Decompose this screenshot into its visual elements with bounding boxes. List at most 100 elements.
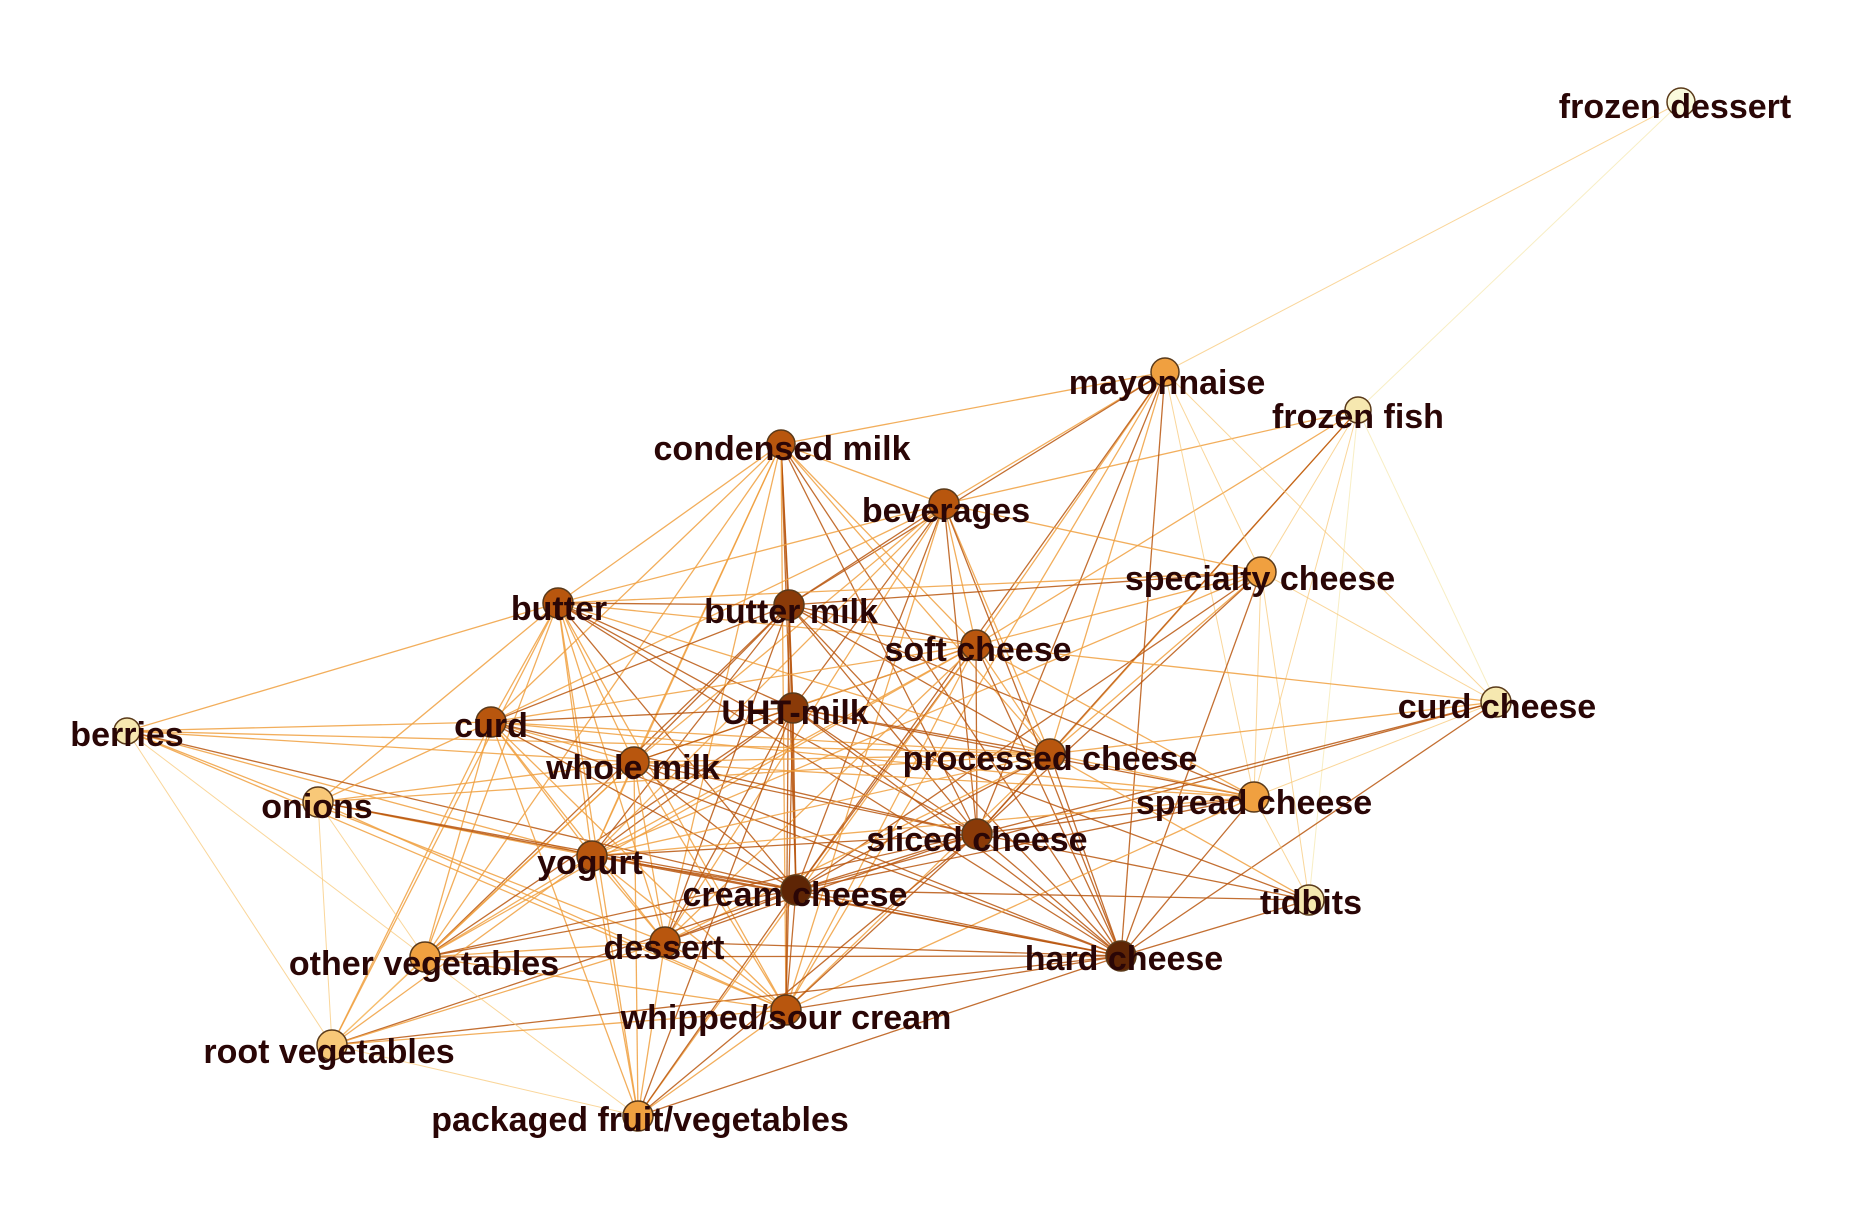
edge-soft-cheese-to-processed-cheese (975, 644, 1051, 755)
edge-yogurt-to-other-vegetables (424, 855, 593, 958)
edge-butter-to-processed-cheese (557, 602, 1051, 755)
edge-frozen-fish-to-frozen-dessert (1357, 101, 1682, 411)
edge-butter-milk-to-yogurt (591, 604, 790, 857)
node-label-soft-cheese: soft cheese (884, 631, 1071, 669)
edge-curd-cheese-to-hard-cheese (1120, 701, 1497, 957)
node-root-vegetables (316, 1029, 348, 1061)
edge-yogurt-to-dessert (591, 855, 666, 943)
edge-hard-cheese-to-other-vegetables (424, 955, 1122, 958)
edge-curd-cheese-to-cream-cheese (795, 701, 1497, 891)
node-yogurt (576, 840, 608, 872)
edge-mayonnaise-to-frozen-dessert (1164, 101, 1682, 373)
edge-whipped-sour-cream-to-root-vegetables (331, 1009, 787, 1046)
node-beverages (928, 488, 960, 520)
edge-butter-to-root-vegetables (331, 602, 559, 1046)
edge-tidbits-to-hard-cheese (1120, 899, 1310, 957)
edge-condensed-milk-to-processed-cheese (780, 443, 1051, 755)
edge-specialty-cheese-to-butter-milk (788, 571, 1262, 606)
edge-butter-to-curd (490, 602, 559, 723)
edge-beverages-to-cream-cheese (795, 503, 945, 891)
edge-specialty-cheese-to-butter (557, 571, 1262, 604)
edge-curd-cheese-to-spread-cheese (1253, 701, 1497, 798)
edge-mayonnaise-to-processed-cheese (1049, 371, 1166, 755)
node-label-hard-cheese: hard cheese (1025, 940, 1223, 978)
edge-mayonnaise-to-beverages (943, 371, 1166, 505)
edge-beverages-to-sliced-cheese (943, 503, 978, 835)
node-mayonnaise (1150, 357, 1180, 387)
node-label-dessert: dessert (604, 929, 725, 967)
edge-soft-cheese-to-curd (490, 644, 977, 723)
edge-spread-cheese-to-yogurt (591, 796, 1255, 857)
edge-specialty-cheese-to-curd-cheese (1260, 571, 1497, 703)
edge-whole-milk-to-sliced-cheese (633, 761, 978, 835)
edge-beverages-to-uht-milk (792, 503, 945, 709)
edge-butter-to-sliced-cheese (557, 602, 978, 835)
edge-butter-to-whole-milk (557, 602, 635, 763)
edge-uht-milk-to-cream-cheese (792, 707, 797, 891)
edge-condensed-milk-to-butter (557, 443, 782, 604)
node-berries (113, 717, 141, 745)
edge-beverages-to-frozen-fish (943, 409, 1359, 505)
edge-sliced-cheese-to-dessert (664, 833, 978, 943)
edge-sliced-cheese-to-tidbits (976, 833, 1310, 901)
edge-yogurt-to-packaged-fruit-vegetables (591, 855, 639, 1117)
edge-butter-to-yogurt (557, 602, 593, 857)
node-label-processed-cheese: processed cheese (903, 740, 1198, 778)
node-specialty-cheese (1245, 556, 1277, 588)
edge-whipped-sour-cream-to-packaged-fruit-vegetables (637, 1009, 787, 1117)
node-label-condensed-milk: condensed milk (654, 430, 911, 468)
edge-specialty-cheese-to-tidbits (1260, 571, 1310, 901)
edge-curd-to-root-vegetables (331, 721, 492, 1046)
node-whole-milk (618, 746, 650, 778)
edge-curd-to-whipped-sour-cream (490, 721, 787, 1011)
node-label-specialty-cheese: specialty cheese (1125, 560, 1395, 598)
node-spread-cheese (1238, 781, 1270, 813)
node-label-berries: berries (70, 716, 183, 754)
edge-other-vegetables-to-root-vegetables (331, 956, 426, 1046)
edge-curd-cheese-to-processed-cheese (1049, 701, 1497, 755)
edge-condensed-milk-to-beverages (780, 443, 945, 505)
node-label-spread-cheese: spread cheese (1136, 784, 1372, 822)
edge-berries-to-whole-milk (126, 730, 635, 763)
edge-specialty-cheese-to-sliced-cheese (976, 571, 1262, 835)
edge-soft-cheese-to-spread-cheese (975, 644, 1255, 798)
edge-cream-cheese-to-tidbits (795, 889, 1310, 901)
edge-berries-to-curd (126, 721, 492, 732)
edge-dessert-to-hard-cheese (664, 941, 1122, 957)
edge-curd-to-processed-cheese (490, 721, 1051, 755)
edge-beverages-to-soft-cheese (943, 503, 977, 646)
edge-curd-to-whole-milk (490, 721, 635, 763)
edge-curd-to-sliced-cheese (490, 721, 978, 835)
node-label-curd-cheese: curd cheese (1398, 688, 1596, 726)
edge-soft-cheese-to-curd-cheese (975, 644, 1497, 703)
node-butter-milk (773, 589, 805, 621)
edge-curd-to-hard-cheese (490, 721, 1122, 957)
node-label-uht-milk: UHT-milk (721, 694, 868, 732)
edge-sliced-cheese-to-whipped-sour-cream (785, 833, 978, 1011)
edge-berries-to-whipped-sour-cream (126, 730, 787, 1011)
edge-mayonnaise-to-spread-cheese (1164, 371, 1255, 798)
edge-uht-milk-to-hard-cheese (792, 707, 1122, 957)
edge-curd-to-onions (317, 721, 492, 803)
edge-mayonnaise-to-butter-milk (788, 371, 1166, 606)
edge-processed-cheese-to-dessert (664, 753, 1051, 943)
edge-dessert-to-root-vegetables (331, 941, 666, 1046)
edge-mayonnaise-to-curd-cheese (1164, 371, 1497, 703)
edge-onions-to-root-vegetables (317, 801, 333, 1046)
edge-uht-milk-to-spread-cheese (792, 707, 1255, 798)
node-onions (302, 786, 334, 818)
node-label-root-vegetables: root vegetables (203, 1033, 454, 1071)
edge-soft-cheese-to-other-vegetables (424, 644, 977, 958)
edge-butter-milk-to-whole-milk (633, 604, 790, 763)
node-label-other-vegetables: other vegetables (289, 945, 559, 983)
node-cream-cheese (780, 874, 812, 906)
edge-curd-cheese-to-sliced-cheese (976, 701, 1497, 835)
node-label-whipped-sour-cream: whipped/sour cream (620, 999, 952, 1037)
edge-butter-to-dessert (557, 602, 666, 943)
edge-beverages-to-hard-cheese (943, 503, 1122, 957)
edge-processed-cheese-to-spread-cheese (1049, 753, 1255, 798)
edge-uht-milk-to-whole-milk (633, 707, 794, 763)
edge-berries-to-processed-cheese (126, 730, 1051, 755)
